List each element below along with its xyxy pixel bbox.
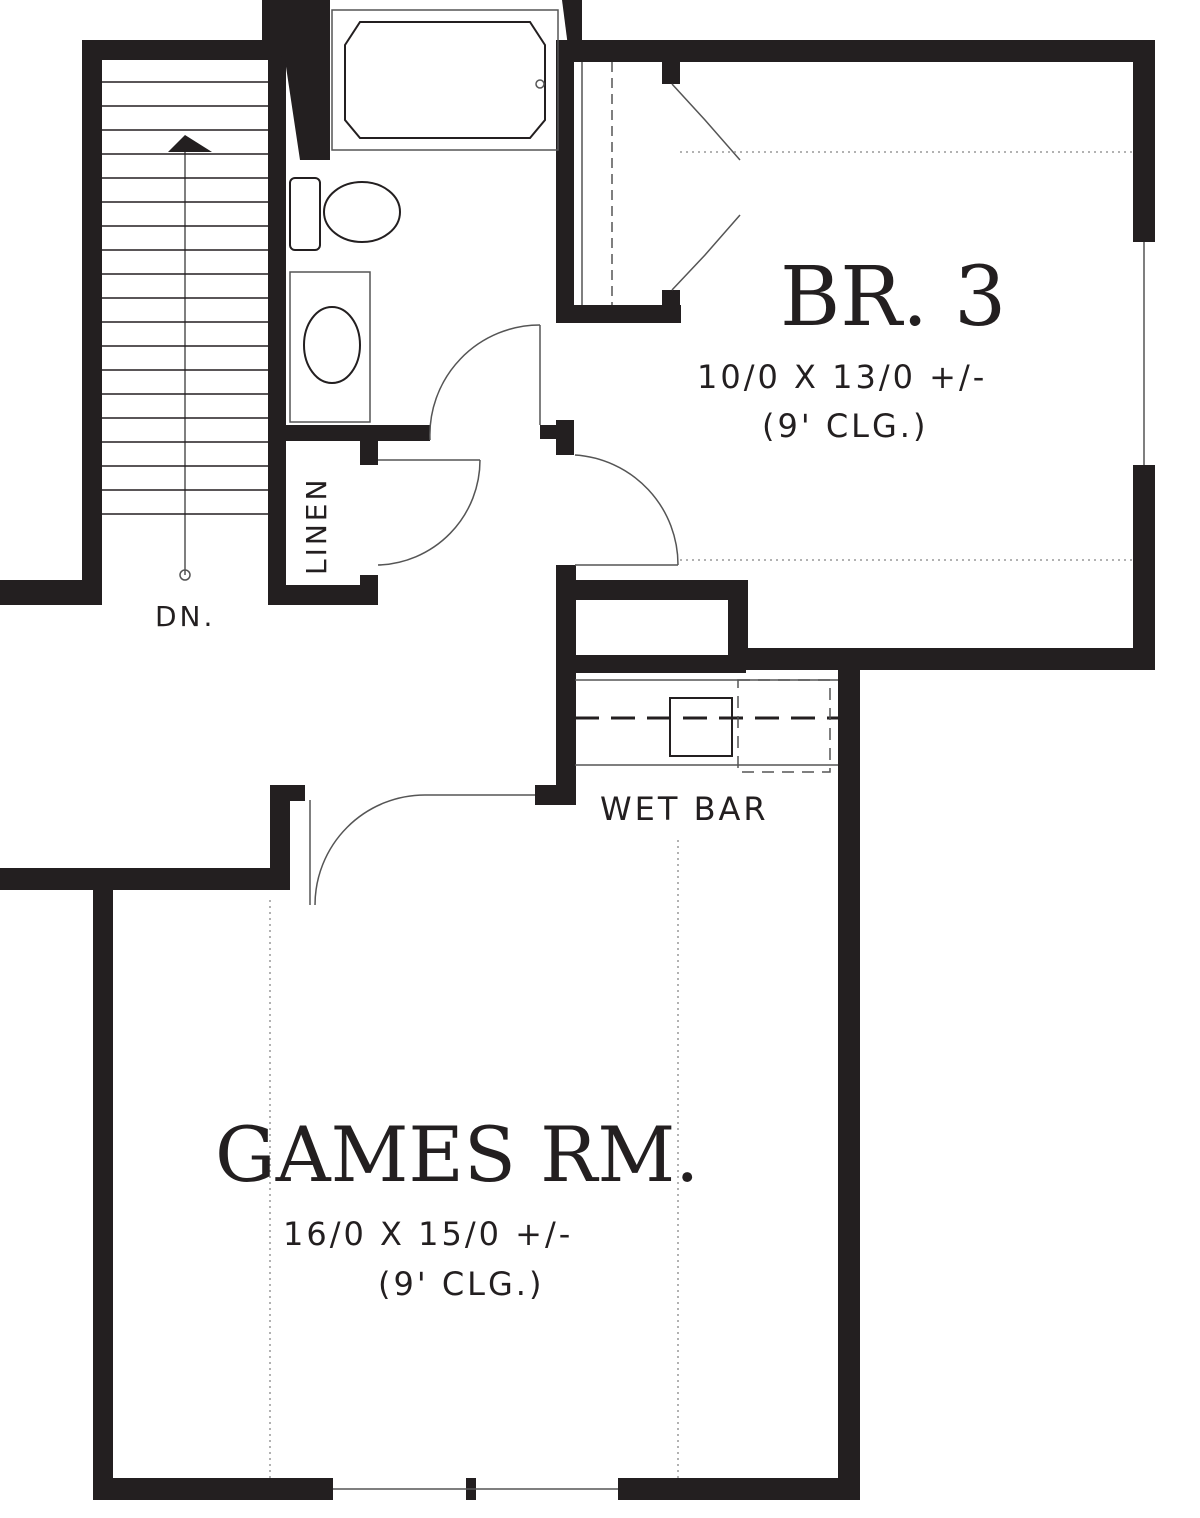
br3-ceiling: (9' CLG.) [762, 407, 929, 445]
linen-label: LINEN [300, 476, 333, 575]
stair-treads [102, 81, 268, 515]
br3-name: BR. 3 [780, 250, 1007, 345]
br3-size: 10/0 X 13/0 +/- [697, 358, 988, 396]
games-ceiling: (9' CLG.) [378, 1265, 545, 1303]
fixtures [179, 9, 1145, 1490]
walls [0, 0, 1155, 1500]
games-size: 16/0 X 15/0 +/- [283, 1215, 574, 1253]
stairs-label: DN. [155, 600, 216, 633]
wet-bar-label: WET BAR [600, 790, 769, 828]
games-name: GAMES RM. [215, 1110, 700, 1199]
stair-arrow-icon [168, 135, 212, 152]
